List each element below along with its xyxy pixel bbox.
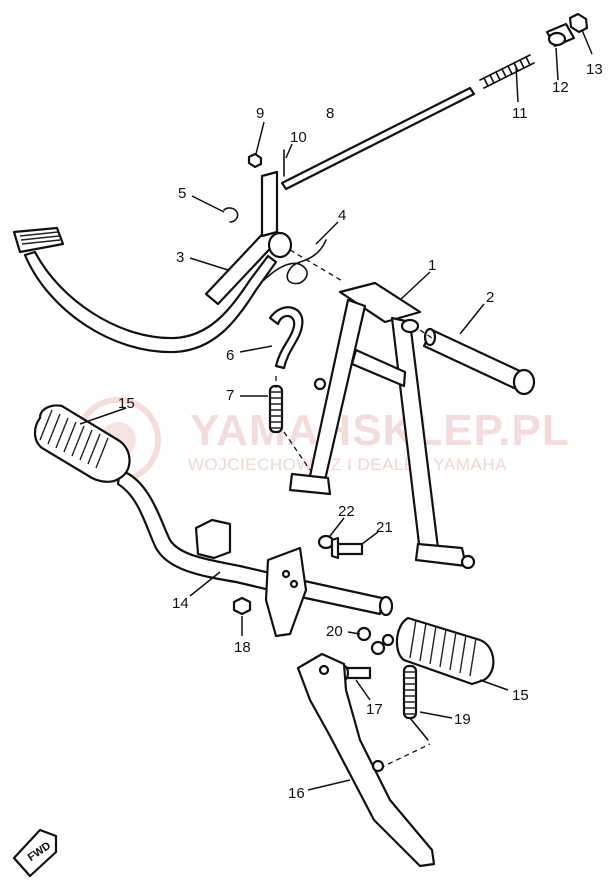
assembly-line-3 — [283, 431, 311, 471]
footrest-bracket-right — [264, 546, 308, 638]
rod-spring — [479, 54, 535, 89]
adjusting-nut — [568, 12, 589, 34]
brake-pedal-boss — [267, 231, 293, 259]
center-stand-left-foot — [288, 472, 332, 496]
callout-16: 16 — [288, 785, 305, 802]
center-stand-pin — [460, 554, 476, 570]
pivot-shaft — [422, 327, 536, 396]
callout-18: 18 — [234, 639, 251, 656]
pivot-bolt-assembly — [356, 626, 395, 656]
stand-spring-body — [268, 384, 284, 434]
callout-13: 13 — [586, 61, 603, 78]
watermark-subtitle: WOJCIECHOWICZ I DEALER YAMAHA — [188, 455, 507, 474]
assembly-line-5 — [379, 743, 431, 769]
callout-5: 5 — [178, 185, 186, 202]
rod-joint-end — [547, 31, 567, 47]
callout-10: 10 — [290, 129, 307, 146]
side-stand-spring — [402, 664, 429, 741]
callout-11: 11 — [512, 105, 528, 122]
side-stand-pivot — [318, 664, 330, 676]
callout-7: 7 — [226, 387, 234, 404]
callout-1: 1 — [428, 257, 436, 274]
callout-4: 4 — [338, 207, 346, 224]
callout-19: 19 — [454, 711, 471, 728]
side-stand — [296, 652, 436, 868]
callout-20: 20 — [326, 623, 343, 640]
leader-lines — [79, 29, 593, 791]
callout-15-right: 15 — [512, 687, 529, 704]
callout-14: 14 — [172, 595, 189, 612]
callout-8: 8 — [326, 105, 334, 122]
center-stand — [288, 281, 476, 570]
fwd-direction-marker: FWD — [12, 828, 58, 878]
nut — [232, 596, 252, 616]
brake-rod — [280, 86, 476, 191]
footrest-grip-right — [395, 616, 495, 686]
footrest-bar — [116, 468, 394, 638]
callout-12: 12 — [552, 79, 569, 96]
callout-6: 6 — [226, 347, 234, 364]
center-stand-top — [338, 281, 422, 324]
spring-pin — [313, 377, 327, 391]
footrest-bracket-left — [194, 518, 232, 560]
torsion-spring — [263, 239, 327, 285]
watermark-title: YAMAHSKLEP.PL — [190, 406, 570, 455]
bolt-shank — [334, 542, 364, 556]
bracket-hole-1 — [281, 569, 291, 579]
brake-pedal-arm — [23, 250, 278, 354]
footrest-bar-tube — [116, 468, 384, 616]
bracket-hole-2 — [289, 579, 299, 589]
center-stand-crossbar — [350, 348, 407, 388]
watermark: YAMAHSKLEP.PL WOJCIECHOWICZ I DEALER YAM… — [75, 397, 570, 483]
callout-17: 17 — [366, 701, 383, 718]
spring-hook — [268, 306, 304, 370]
brake-pedal — [12, 170, 293, 354]
footrest-bar-end — [378, 595, 394, 617]
callout-3: 3 — [176, 249, 184, 266]
pivot-shaft-body — [422, 328, 524, 390]
footrest-grip-left — [33, 404, 131, 483]
fwd-arrow — [12, 828, 58, 878]
callout-2: 2 — [486, 289, 494, 306]
side-stand-spring-peg — [371, 759, 385, 773]
pivot-shaft-head — [512, 368, 536, 396]
callout-labels: 1 2 3 4 5 6 7 8 9 10 11 12 13 14 15 15 1… — [118, 61, 603, 802]
callout-9: 9 — [256, 105, 264, 122]
assembly-line-1 — [289, 249, 345, 283]
side-stand-leg — [296, 652, 436, 868]
callout-15-left: 15 — [118, 395, 135, 412]
stand-spring — [268, 384, 284, 434]
assembly-line-4 — [419, 329, 433, 339]
callout-22: 22 — [338, 503, 355, 520]
brake-pedal-footpad — [12, 226, 65, 254]
circlip — [223, 207, 239, 223]
bolt-head — [330, 536, 340, 560]
center-stand-pivot-hole — [400, 318, 420, 334]
callout-21: 21 — [376, 519, 393, 536]
cotter-nut — [247, 152, 263, 169]
brake-rod-assembly — [280, 12, 589, 191]
center-stand-right-foot — [414, 542, 468, 568]
brake-pedal-upright — [260, 170, 279, 238]
